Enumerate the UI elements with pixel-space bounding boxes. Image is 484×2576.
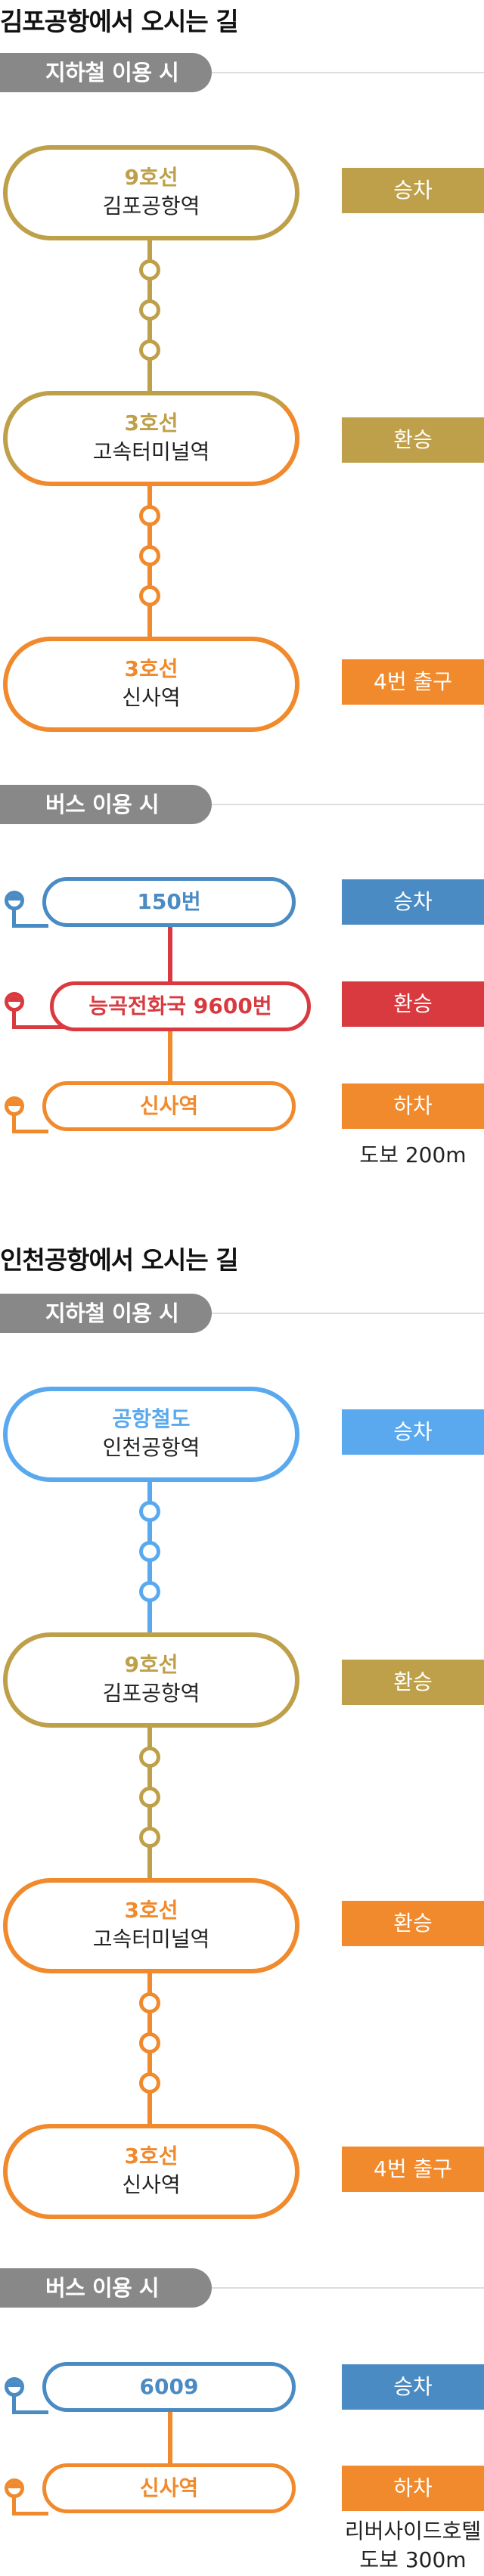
bus-stem: [12, 2495, 16, 2516]
divider: [0, 72, 484, 73]
transfer-tag: 환승: [342, 1901, 484, 1946]
bus-route-line: [168, 927, 172, 986]
stop-dot: [139, 1787, 160, 1808]
walk-note: 도보 300m: [359, 2547, 467, 2572]
station-card: 공항철도 인천공항역: [3, 1387, 299, 1482]
line-name: 9호선: [124, 165, 178, 190]
walk-note: 도보 200m: [359, 1142, 467, 1167]
station-card: 3호선 신사역: [3, 637, 299, 732]
station-card: 3호선 신사역: [3, 2124, 299, 2219]
stop-dot: [139, 259, 160, 281]
line-name: 공항철도: [112, 1406, 191, 1431]
bus-stem: [12, 1113, 16, 1133]
transfer-tag: 환승: [342, 1660, 484, 1705]
bus-route-pill: 6009: [42, 2362, 296, 2412]
divider: [0, 2287, 484, 2289]
divider: [0, 804, 484, 805]
station-name: 신사역: [122, 2172, 181, 2197]
station-name: 인천공항역: [102, 1435, 200, 1460]
exit-tag: 4번 출구: [342, 2147, 484, 2192]
bus-route-pill: 능곡전화국 9600번: [50, 981, 311, 1031]
station-card: 9호선 김포공항역: [3, 1632, 299, 1728]
alight-tag: 하차: [342, 1083, 484, 1129]
stop-dot: [139, 1827, 160, 1848]
line-name: 3호선: [124, 1898, 178, 1923]
bus-stop-icon: [5, 2377, 24, 2397]
stop-dot: [139, 2032, 160, 2054]
bus-stop-icon: [5, 1096, 24, 1116]
bus-subhead: 버스 이용 시: [0, 785, 212, 824]
station-name: 신사역: [122, 685, 181, 710]
bus-route-pill: 신사역: [42, 1081, 296, 1131]
subway-subhead: 지하철 이용 시: [0, 53, 212, 92]
bus-stem: [12, 907, 16, 928]
bus-branch: [12, 1025, 67, 1029]
line-name: 3호선: [124, 2144, 178, 2168]
station-name: 고속터미널역: [92, 1927, 210, 1951]
section-title-incheon: 인천공항에서 오시는 길: [0, 1245, 239, 1275]
divider: [0, 1313, 484, 1314]
bus-branch: [12, 924, 48, 928]
bus-stop-icon: [5, 891, 24, 910]
line-name: 3호선: [124, 411, 178, 436]
line-name: 9호선: [124, 1652, 178, 1677]
boarding-tag: 승차: [342, 2364, 484, 2410]
hotel-note: 리버사이드호텔: [344, 2519, 482, 2543]
exit-tag: 4번 출구: [342, 659, 484, 705]
bus-branch: [12, 2410, 48, 2414]
station-card: 9호선 김포공항역: [3, 145, 299, 240]
stop-dot: [139, 2072, 160, 2094]
stop-dot: [139, 545, 160, 566]
subway-subhead: 지하철 이용 시: [0, 1294, 212, 1333]
stop-dot: [139, 1501, 160, 1522]
station-name: 김포공항역: [102, 194, 200, 219]
station-name: 김포공항역: [102, 1681, 200, 1706]
bus-route-pill: 신사역: [42, 2463, 296, 2513]
stop-dot: [139, 585, 160, 606]
line-name: 3호선: [124, 656, 178, 681]
bus-route-pill: 150번: [42, 877, 296, 927]
station-card: 3호선 고속터미널역: [3, 391, 299, 486]
bus-stem: [12, 2394, 16, 2414]
stop-dot: [139, 1992, 160, 2013]
bus-stop-icon: [5, 992, 24, 1012]
transfer-tag: 환승: [342, 417, 484, 463]
bus-stem: [12, 1009, 16, 1029]
boarding-tag: 승차: [342, 879, 484, 925]
bus-stop-icon: [5, 2478, 24, 2498]
section-title-gimpo: 김포공항에서 오시는 길: [0, 7, 239, 36]
stop-dot: [139, 339, 160, 361]
stop-dot: [139, 1747, 160, 1768]
alight-tag: 하차: [342, 2466, 484, 2511]
station-name: 고속터미널역: [92, 439, 210, 464]
stop-dot: [139, 505, 160, 526]
boarding-tag: 승차: [342, 168, 484, 213]
bus-route-line: [168, 2410, 172, 2507]
stop-dot: [139, 1581, 160, 1602]
station-card: 3호선 고속터미널역: [3, 1878, 299, 1973]
bus-subhead: 버스 이용 시: [0, 2268, 212, 2308]
stop-dot: [139, 1541, 160, 1562]
stop-dot: [139, 299, 160, 321]
bus-branch: [12, 1130, 48, 1133]
boarding-tag: 승차: [342, 1409, 484, 1455]
bus-route-line: [168, 1030, 172, 1081]
transfer-tag: 환승: [342, 981, 484, 1027]
bus-branch: [12, 2512, 48, 2516]
